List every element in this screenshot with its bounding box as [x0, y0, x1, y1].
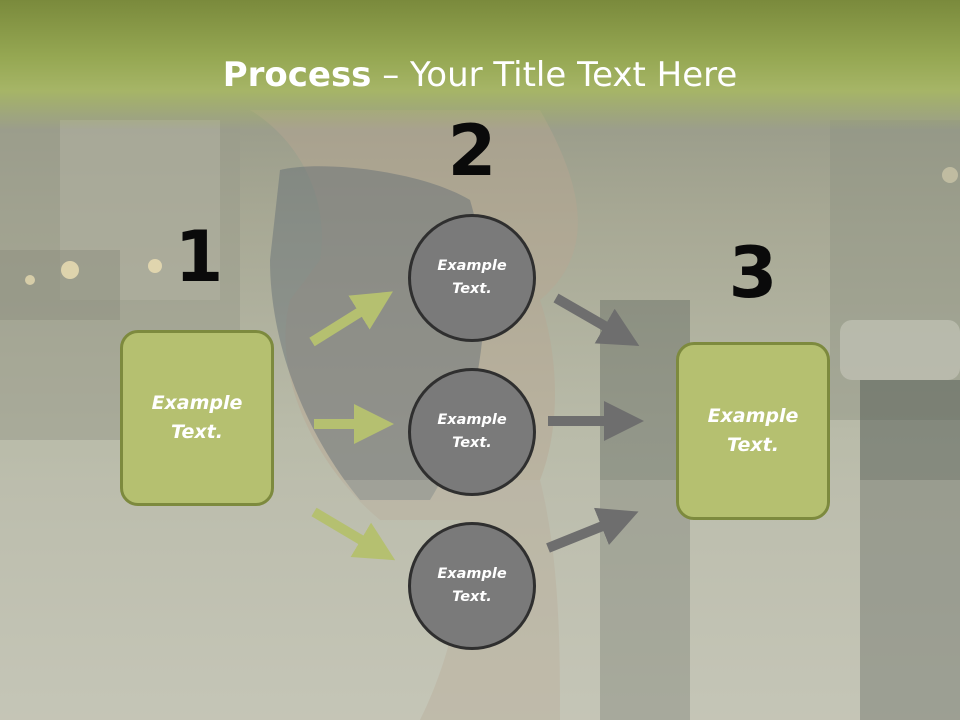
title-rest: – Your Title Text Here: [371, 55, 738, 95]
step-3-text: Example Text.: [707, 405, 799, 456]
title-bar: [0, 0, 960, 130]
arrow-from-circle-bottom: [546, 507, 639, 553]
step-3-box[interactable]: Example Text.: [676, 342, 830, 520]
circle-middle-text: Example Text.: [437, 412, 507, 451]
step-number-1: 1: [174, 216, 224, 298]
circle-bottom[interactable]: Example Text.: [408, 522, 536, 650]
arrow-from-circle-top: [553, 293, 640, 346]
circle-bottom-text: Example Text.: [437, 566, 507, 605]
circle-middle[interactable]: Example Text.: [408, 368, 536, 496]
step-1-box[interactable]: Example Text.: [120, 330, 274, 506]
step-number-3: 3: [728, 232, 778, 314]
title-bold: Process: [222, 55, 372, 95]
arrow-to-circle-top: [309, 291, 393, 347]
step-number-2: 2: [447, 110, 497, 192]
circle-top[interactable]: Example Text.: [408, 214, 536, 342]
slide-title: Process – Your Title Text Here: [0, 52, 960, 98]
step-1-text: Example Text.: [151, 392, 243, 443]
arrow-to-circle-bottom: [311, 507, 396, 561]
circle-top-text: Example Text.: [437, 258, 507, 297]
